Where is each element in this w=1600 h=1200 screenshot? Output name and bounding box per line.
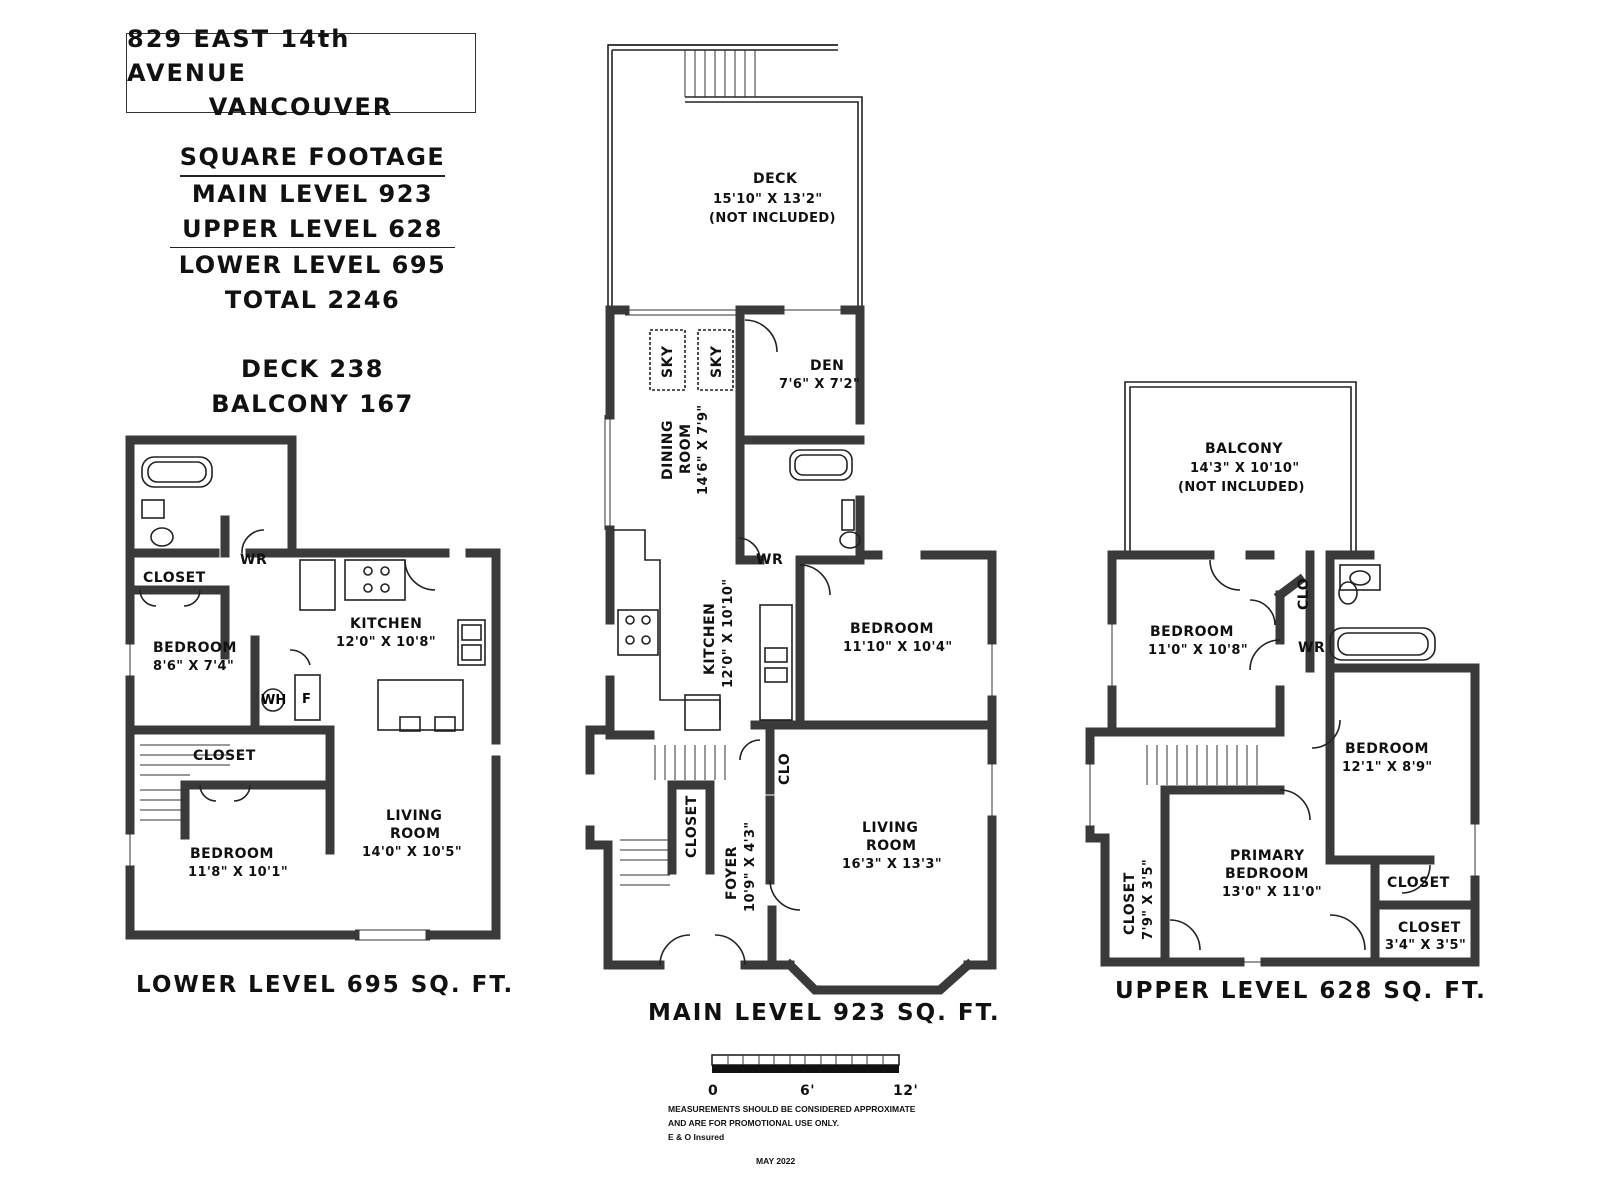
lower-bedroom2-dim: 11'8" X 10'1" <box>188 865 288 880</box>
lower-wh-label: WH <box>261 693 286 708</box>
lower-bedroom1-label: BEDROOM <box>153 640 237 656</box>
lower-f-label: F <box>302 692 311 707</box>
upper-closet-right2-dim: 3'4" X 3'5" <box>1385 938 1466 953</box>
dining-label: DINING <box>660 420 676 480</box>
balcony-dim: 14'3" X 10'10" <box>1190 461 1300 476</box>
lower-bedroom1-dim: 8'6" X 7'4" <box>153 659 234 674</box>
deck-dim: 15'10" X 13'2" <box>713 192 823 207</box>
upper-closet-right1-label: CLOSET <box>1387 875 1450 891</box>
primary-bedroom-dim: 13'0" X 11'0" <box>1222 885 1322 900</box>
city-line: VANCOUVER <box>208 93 394 121</box>
upper-bedroom2-dim: 12'1" X 8'9" <box>1342 760 1433 775</box>
deck-label: DECK <box>753 171 798 187</box>
main-kitchen-label: KITCHEN <box>702 603 718 675</box>
sqft-main: MAIN LEVEL 923 <box>191 180 434 208</box>
main-wr-label: WR <box>756 552 783 568</box>
balcony-note: (NOT INCLUDED) <box>1178 480 1305 495</box>
primary-bedroom-label2: BEDROOM <box>1225 866 1309 882</box>
lower-bedroom2-label: BEDROOM <box>190 846 274 862</box>
lower-kitchen-label: KITCHEN <box>350 616 422 632</box>
main-closet-label: CLOSET <box>684 795 700 858</box>
lower-wr-label: WR <box>240 552 267 568</box>
scale-tick-12: 12' <box>893 1083 918 1099</box>
square-footage-summary: SQUARE FOOTAGE MAIN LEVEL 923 UPPER LEVE… <box>170 140 455 318</box>
dining-dim: 14'6" X 7'9" <box>696 404 711 495</box>
main-bedroom-dim: 11'10" X 10'4" <box>843 640 953 655</box>
main-level-plan <box>585 44 997 995</box>
main-living-label2: ROOM <box>866 838 917 854</box>
deck-note: (NOT INCLUDED) <box>709 211 836 226</box>
balcony-label: BALCONY <box>1205 441 1283 457</box>
lower-living-label2: ROOM <box>390 826 441 842</box>
main-clo-label: CLO <box>777 753 793 785</box>
main-living-dim: 16'3" X 13'3" <box>842 857 942 872</box>
upper-closet-right2-label: CLOSET <box>1398 920 1461 936</box>
den-label: DEN <box>810 358 844 374</box>
main-kitchen-dim: 12'0" X 10'10" <box>721 579 736 689</box>
dining-label2: ROOM <box>678 423 694 474</box>
skylight1-label: SKY <box>660 345 676 378</box>
main-living-label: LIVING <box>862 820 918 836</box>
lower-closet-mid-label: CLOSET <box>193 748 256 764</box>
disclaimer-line1: MEASUREMENTS SHOULD BE CONSIDERED APPROX… <box>668 1104 916 1114</box>
sqft-heading: SQUARE FOOTAGE <box>179 140 446 177</box>
upper-closet-left-label: CLOSET <box>1122 872 1138 935</box>
den-dim: 7'6" X 7'2" <box>779 377 860 392</box>
upper-clo-label: CLO <box>1296 578 1312 610</box>
disclaimer-line2: AND ARE FOR PROMOTIONAL USE ONLY. <box>668 1118 839 1128</box>
sqft-lower: LOWER LEVEL 695 <box>178 251 447 279</box>
address-title-box: 829 EAST 14th AVENUE VANCOUVER <box>126 25 476 121</box>
upper-bedroom2-label: BEDROOM <box>1345 741 1429 757</box>
primary-bedroom-label: PRIMARY <box>1230 848 1305 864</box>
sqft-upper: UPPER LEVEL 628 <box>170 212 455 248</box>
main-bedroom-label: BEDROOM <box>850 621 934 637</box>
upper-bedroom1-dim: 11'0" X 10'8" <box>1148 643 1248 658</box>
scale-tick-0: 0 <box>708 1083 718 1099</box>
upper-wr-label: WR <box>1298 640 1325 656</box>
upper-level-plan <box>1085 381 1480 967</box>
lower-living-label: LIVING <box>386 808 442 824</box>
plan-date: MAY 2022 <box>756 1156 795 1166</box>
foyer-dim: 10'9" X 4'3" <box>743 821 758 912</box>
lower-level-caption: LOWER LEVEL 695 SQ. FT. <box>136 972 514 998</box>
sqft-total: TOTAL 2246 <box>224 286 401 314</box>
scale-tick-6: 6' <box>800 1083 815 1099</box>
address-line: 829 EAST 14th AVENUE <box>127 25 351 87</box>
skylight2-label: SKY <box>709 345 725 378</box>
main-level-caption: MAIN LEVEL 923 SQ. FT. <box>648 1000 1001 1026</box>
lower-kitchen-dim: 12'0" X 10'8" <box>336 635 436 650</box>
upper-bedroom1-label: BEDROOM <box>1150 624 1234 640</box>
sqft-deck: DECK 238 <box>241 355 384 383</box>
foyer-label: FOYER <box>724 846 740 900</box>
disclaimer-line3: E & O Insured <box>668 1132 724 1142</box>
lower-living-dim: 14'0" X 10'5" <box>362 845 462 860</box>
lower-closet-label: CLOSET <box>143 570 206 586</box>
upper-closet-left-dim: 7'9" X 3'5" <box>1141 859 1156 940</box>
deck-balcony-summary: DECK 238 BALCONY 167 <box>190 352 435 422</box>
lower-level-plan <box>125 435 501 941</box>
scale-bar <box>711 1054 900 1073</box>
sqft-balcony: BALCONY 167 <box>211 390 414 418</box>
upper-level-caption: UPPER LEVEL 628 SQ. FT. <box>1115 978 1487 1004</box>
